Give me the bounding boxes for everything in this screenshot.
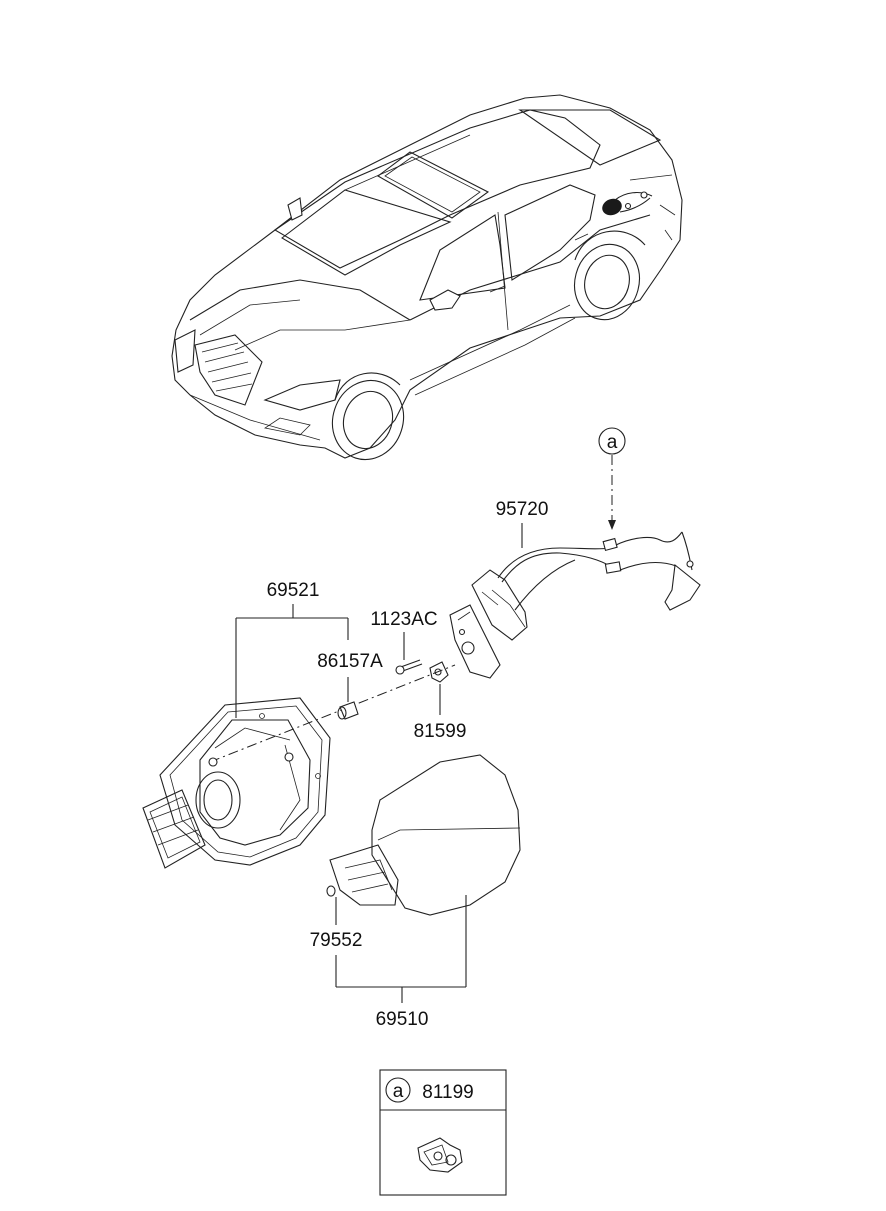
label-79552: 79552	[310, 930, 363, 951]
label-69510: 69510	[376, 1009, 429, 1030]
legend-part-number: 81199	[422, 1082, 473, 1103]
fuel-filler-door	[326, 754, 521, 916]
screw-1123ac	[395, 659, 423, 675]
label-69521: 69521	[267, 580, 320, 601]
fuel-door-actuator-harness	[471, 531, 701, 641]
grommet-86157a	[337, 701, 359, 720]
label-86157a: 86157A	[317, 651, 383, 672]
hinge-bracket	[449, 604, 501, 679]
fuel-filler-housing	[142, 697, 331, 869]
clip-81199	[417, 1137, 463, 1173]
clip-81599	[429, 661, 449, 683]
label-81599: 81599	[414, 721, 467, 742]
legend-box-81199: a 81199	[379, 1069, 507, 1196]
legend-marker-label: a	[393, 1081, 404, 1102]
vehicle-illustration	[171, 94, 683, 461]
reference-marker-a: a	[598, 427, 626, 530]
label-95720: 95720	[496, 499, 549, 520]
label-1123ac: 1123AC	[370, 609, 437, 630]
reference-marker-label: a	[607, 432, 618, 453]
